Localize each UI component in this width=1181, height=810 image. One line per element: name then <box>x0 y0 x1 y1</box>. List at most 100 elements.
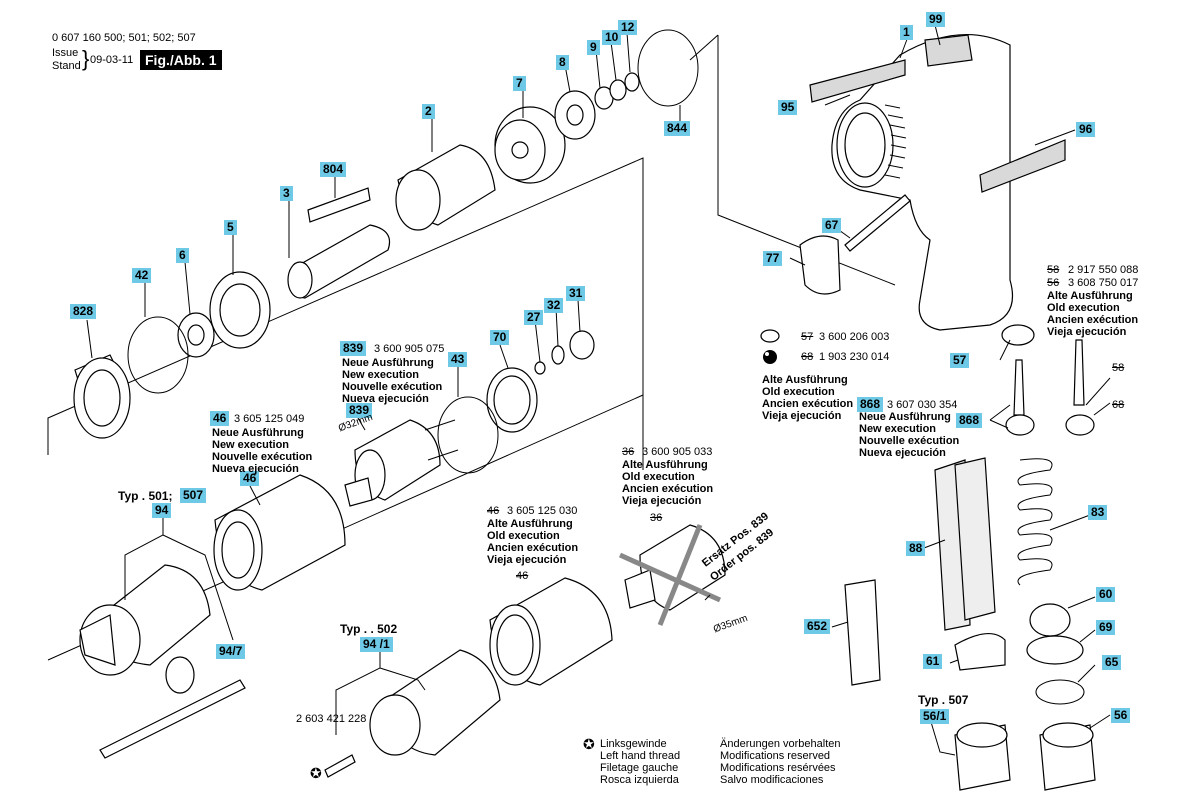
part-32-pin <box>551 345 565 365</box>
note-58-line3: Ancien exécution <box>1047 314 1139 326</box>
label-46-old: 46 <box>516 570 529 582</box>
note-839-line2: New execution <box>342 369 420 381</box>
footer-left-hand-4: Rosca izquierda <box>600 774 679 786</box>
issue-brace: } <box>82 46 90 71</box>
callout-56: 56 <box>1111 708 1131 723</box>
issue-date: 09-03-11 <box>90 54 134 66</box>
note-46-part: 3 605 125 049 <box>234 413 305 425</box>
note-57-line4: Vieja ejecución <box>762 410 842 422</box>
callout-31: 31 <box>566 286 586 301</box>
part-8-bearing <box>554 90 596 140</box>
footer-left-hand-3: Filetage gauche <box>600 762 679 774</box>
note-57-part: 3 600 206 003 <box>819 331 890 343</box>
note-839-part: 3 600 905 075 <box>374 343 445 355</box>
callout-868: 868 <box>956 413 983 428</box>
note-868-line3: Nouvelle exécution <box>859 435 960 447</box>
callout-83: 83 <box>1088 505 1108 520</box>
part-46-old-sleeve <box>489 577 613 686</box>
footer-left-hand-2: Left hand thread <box>600 750 681 762</box>
note-46-line3: Nouvelle exécution <box>212 451 313 463</box>
callout-828: 828 <box>70 304 97 319</box>
part-83-spring <box>1017 458 1053 586</box>
callout-65: 65 <box>1102 655 1122 670</box>
part-36-old-spindle <box>618 524 726 626</box>
bracket-lines <box>124 518 426 735</box>
issue-label: Issue <box>52 47 79 59</box>
callout-7: 7 <box>513 76 526 91</box>
part-42-oring <box>127 316 189 394</box>
callout-839: 839 <box>346 403 373 418</box>
part-12-ring <box>624 72 640 92</box>
key-part-number: 2 603 421 228 <box>296 713 367 725</box>
part-88-silencer <box>934 457 996 631</box>
fig-label: Fig./Abb. 1 <box>140 50 222 70</box>
part-67-rod <box>844 194 911 252</box>
note-46-line4: Nueva ejecución <box>212 463 299 475</box>
callout-868-note: 868 <box>857 397 884 412</box>
part-94-chuck <box>79 564 211 676</box>
note-68-num: 68 <box>801 351 814 363</box>
part-10-washer <box>609 79 627 101</box>
part-839-spindle <box>344 419 459 507</box>
part-5-gear <box>209 271 271 349</box>
footer-modifications-4: Salvo modificaciones <box>720 774 824 786</box>
callout-844: 844 <box>664 121 691 136</box>
note-46-old-line1: Alte Ausführung <box>487 518 573 530</box>
note-56-part: 3 608 750 017 <box>1068 277 1139 289</box>
part-2-cylinder <box>395 144 496 231</box>
part-56-inlet <box>1039 722 1096 791</box>
part-numbers: 0 607 160 500; 501; 502; 507 <box>52 32 196 44</box>
left-hand-thread-icon: ✪ <box>583 736 595 752</box>
part-94-7-key <box>99 656 246 759</box>
note-68-part: 1 903 230 014 <box>819 351 890 363</box>
note-58-line1: Alte Ausführung <box>1047 290 1133 302</box>
note-36-num: 36 <box>622 446 635 458</box>
part-57-washer <box>1001 324 1035 346</box>
screw-left-hand-icon: ✪ <box>310 765 322 781</box>
footer-modifications-3: Modifications resérvées <box>720 762 836 774</box>
callout-42: 42 <box>132 268 152 283</box>
callout-10: 10 <box>602 30 622 45</box>
callout-5: 5 <box>224 220 237 235</box>
part-7-endplate <box>494 106 566 184</box>
note-56-num: 56 <box>1047 277 1060 289</box>
note-46-old-line2: Old execution <box>487 530 560 542</box>
part-69-ring <box>1026 635 1084 665</box>
note-57-num: 57 <box>801 331 814 343</box>
part-60-filter <box>1029 603 1071 637</box>
typ-501-label: Typ . 501; <box>118 489 173 503</box>
part-61-cover <box>954 633 1006 671</box>
part-68-ball-icon <box>763 350 777 364</box>
note-46-old-line3: Ancien exécution <box>487 542 579 554</box>
typ-507-label: Typ . 507 <box>918 693 969 707</box>
part-804-vanes <box>307 187 371 223</box>
callout-94-7: 94/7 <box>216 644 246 659</box>
note-36-line3: Ancien exécution <box>622 483 714 495</box>
note-46-line1: Neue Ausführung <box>212 427 304 439</box>
part-31-pinion <box>569 330 595 360</box>
note-36-line2: Old execution <box>622 471 695 483</box>
part-57-washer-icon <box>760 329 780 343</box>
callout-6: 6 <box>176 248 189 263</box>
label-58: 58 <box>1112 362 1125 374</box>
assembly-frame-left <box>47 157 644 661</box>
label-36: 36 <box>650 512 663 524</box>
housing <box>809 34 1066 331</box>
note-36-line1: Alte Ausführung <box>622 459 708 471</box>
callout-70: 70 <box>490 330 510 345</box>
note-58-part: 2 917 550 088 <box>1068 264 1139 276</box>
callout-3: 3 <box>280 186 293 201</box>
callout-88: 88 <box>906 541 926 556</box>
note-868-line1: Neue Ausführung <box>859 411 951 423</box>
note-868-line4: Nueva ejecución <box>859 447 946 459</box>
part-868-valve <box>1005 359 1035 436</box>
part-3-rotor <box>287 224 391 299</box>
callout-94-1: 94 /1 <box>360 637 393 652</box>
footer-modifications-2: Modifications reserved <box>720 750 831 762</box>
part-844-oring <box>637 29 699 107</box>
note-57-line3: Ancien exécution <box>762 398 854 410</box>
note-58-num: 58 <box>1047 264 1060 276</box>
chuck-screw <box>324 754 356 778</box>
part-70-washer <box>486 367 538 433</box>
callout-652: 652 <box>804 619 831 634</box>
